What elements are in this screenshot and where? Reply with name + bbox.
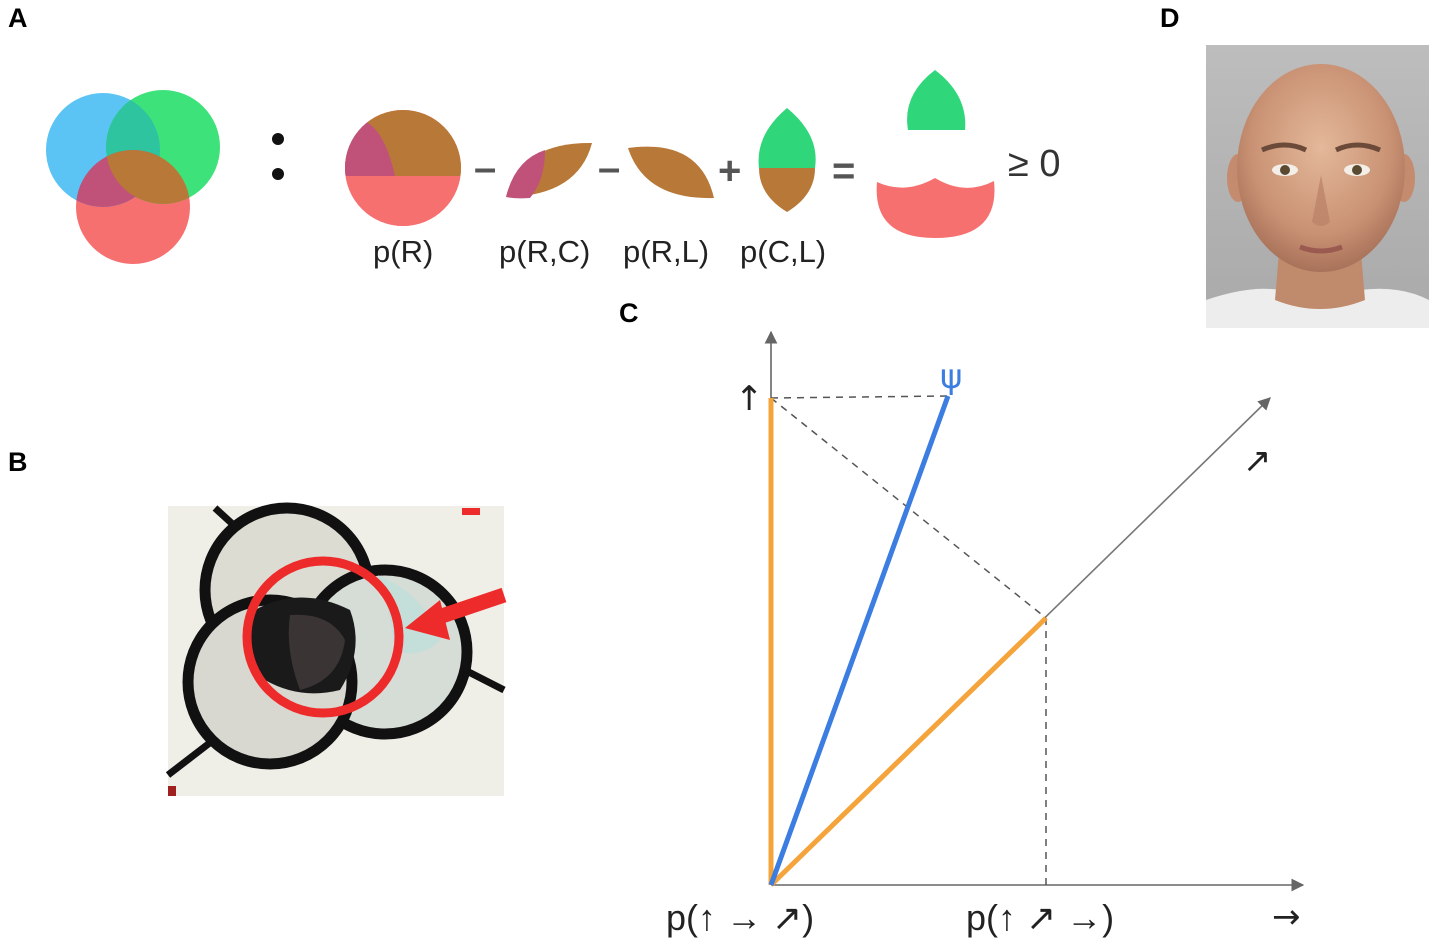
psi-vector (768, 395, 951, 886)
panel-letter-c: C (619, 298, 639, 328)
minus-operator-2: – (598, 146, 620, 190)
panel-b-photo (165, 502, 507, 796)
panel-a-venn (46, 90, 220, 264)
label-p-rl: p(R,L) (623, 234, 709, 269)
axis-label-right: → (1272, 897, 1301, 937)
label-p-cl: p(C,L) (740, 234, 826, 269)
term-result (876, 70, 995, 238)
projection-diagonal (769, 616, 1048, 887)
colon-symbol (272, 133, 284, 180)
venn-overlap-red-green (106, 150, 190, 204)
highlight-ring (242, 556, 404, 718)
x-label-left: p(↑ → ↗) (666, 897, 814, 938)
psi-label: ψ (940, 357, 962, 397)
result-text: ≥ 0 (1008, 143, 1061, 185)
dashed-diagonal (770, 397, 1047, 619)
label-p-r: p(R) (373, 234, 433, 269)
term-p-rl (628, 146, 714, 199)
axis-label-up: ↑ (735, 379, 764, 419)
panel-letter-d: D (1160, 3, 1180, 33)
equals-operator: = (832, 149, 855, 193)
x-label-right: p(↑ ↗ →) (966, 897, 1114, 938)
portrait-image (1206, 45, 1429, 328)
label-p-rc: p(R,C) (499, 234, 590, 269)
panel-c-diagram (764, 330, 1305, 892)
plus-operator: + (718, 149, 741, 193)
dashed-horizontal (770, 395, 949, 399)
panel-letter-a: A (8, 3, 28, 33)
panel-letter-b: B (8, 447, 28, 477)
term-p-rc (506, 142, 592, 199)
term-p-r (345, 110, 461, 226)
minus-operator-1: – (474, 146, 496, 190)
axis-label-diagonal: ↗ (1243, 441, 1272, 481)
term-p-cl (758, 108, 816, 212)
